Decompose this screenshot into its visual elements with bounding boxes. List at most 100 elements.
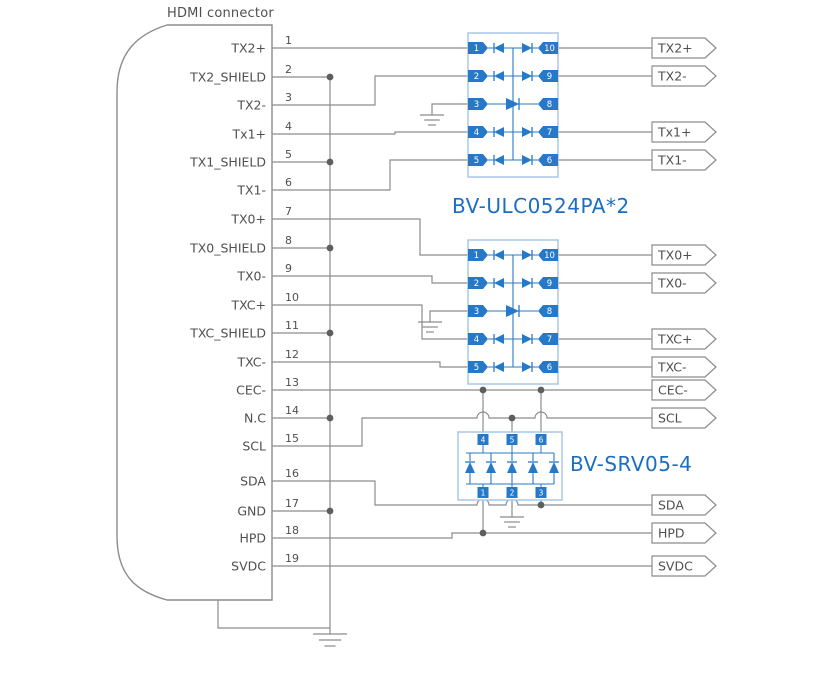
diode (522, 155, 532, 165)
junction-dot (537, 386, 545, 394)
ic-pin-number: 3 (539, 489, 544, 498)
pin-label: CEC- (236, 383, 266, 398)
pin-number: 6 (285, 176, 292, 189)
wire (272, 275, 468, 284)
pin-number: 13 (285, 376, 299, 389)
ic-pin (506, 487, 518, 498)
wire (431, 103, 468, 110)
output-tag: SCL (651, 407, 717, 429)
ic-pin-number: 3 (474, 100, 479, 110)
diode (522, 250, 532, 260)
ic-pin (468, 361, 488, 373)
ic-pin (468, 249, 488, 261)
pin-number: 15 (285, 432, 299, 445)
junction-dot (326, 329, 334, 337)
pin-number: 4 (285, 120, 292, 133)
output-tag-shape (651, 522, 717, 544)
ic-pin-number: 10 (544, 251, 555, 261)
ic-pin-number: 9 (547, 72, 552, 82)
srv-chip-label: BV-SRV05-4 (570, 452, 693, 476)
wire (429, 310, 468, 317)
output-tag: SVDC (651, 555, 717, 577)
pin-number: 7 (285, 205, 292, 218)
ic-pin-number: 1 (481, 489, 486, 498)
diode (522, 278, 532, 288)
output-tag-shape (651, 121, 717, 143)
wire (272, 159, 468, 191)
ic-pin (535, 434, 547, 445)
junction-dot (326, 73, 334, 81)
pin-number: 19 (285, 552, 299, 565)
output-tag-label: TX1- (657, 153, 687, 168)
pin-number: 12 (285, 348, 299, 361)
output-tag: TX2+ (651, 37, 717, 59)
pin-number: 11 (285, 319, 299, 332)
ic-pin-number: 3 (474, 307, 479, 317)
pin-label: GND (237, 504, 266, 519)
wire (272, 75, 468, 106)
connector-body (116, 24, 273, 601)
diode (507, 462, 517, 473)
output-tag-label: Tx1+ (657, 125, 691, 140)
diode (494, 43, 504, 53)
ic-pin-number: 8 (547, 100, 552, 110)
ic-pin-number: 9 (547, 279, 552, 289)
ic-pin-number: 6 (547, 156, 552, 166)
pin-label: TX1- (236, 183, 266, 198)
ic-pin (538, 70, 558, 82)
ic-pin (538, 42, 558, 54)
ic-pin (468, 154, 488, 166)
junction-dot (326, 507, 334, 515)
output-tag: TXC- (651, 356, 717, 378)
ic-pin (468, 305, 488, 317)
pin-label: SCL (242, 439, 266, 454)
pin-number: 8 (285, 234, 292, 247)
ic-pin-number: 2 (474, 72, 479, 82)
output-tag: TX2- (651, 65, 717, 87)
connector-pin-labels: TX2+TX2_SHIELDTX2-Tx1+TX1_SHIELDTX1-TX0+… (189, 41, 266, 574)
diode (494, 155, 504, 165)
scl-wire (272, 411, 652, 447)
pin-number: 3 (285, 91, 292, 104)
ic-pin (538, 126, 558, 138)
ulc-chip-label: BV-ULC0524PA*2 (452, 194, 630, 218)
junction-dot (508, 414, 516, 422)
pin-number: 14 (285, 404, 299, 417)
ic-pin (468, 70, 488, 82)
ic-pin-number: 8 (547, 307, 552, 317)
pin-label: TX2- (236, 98, 266, 113)
hdmi-connector-title: HDMI connector (167, 6, 274, 21)
diode (522, 71, 532, 81)
pin-label: SVDC (231, 559, 266, 574)
pin-label: TXC- (236, 355, 266, 370)
pin-label: TX0_SHIELD (189, 241, 266, 256)
ic-pin (468, 126, 488, 138)
output-tag-label: CEC- (658, 383, 688, 398)
diode (506, 98, 519, 110)
pin-label: TX0- (236, 269, 266, 284)
pin-label: N.C (244, 411, 266, 426)
pin-number: 16 (285, 467, 299, 480)
output-tag: Tx1+ (651, 121, 717, 143)
ic-pin (535, 487, 547, 498)
output-tag-label: HPD (658, 526, 685, 541)
diode (486, 462, 496, 473)
output-tag-label: TX0- (657, 276, 687, 291)
junction-dot (537, 501, 545, 509)
output-tag: TX0- (651, 272, 717, 294)
pin-label: TXC+ (231, 298, 267, 313)
ic-pin (538, 98, 558, 110)
output-tag-shape (651, 37, 717, 59)
ic-pin-number: 6 (539, 436, 544, 445)
ic-pin-number: 2 (510, 489, 515, 498)
diode (522, 334, 532, 344)
output-tag-label: SDA (658, 498, 684, 513)
pin-number: 17 (285, 497, 299, 510)
output-tag-shape (651, 244, 717, 266)
ic-pin-number: 7 (547, 128, 552, 138)
pin-label: SDA (240, 474, 266, 489)
